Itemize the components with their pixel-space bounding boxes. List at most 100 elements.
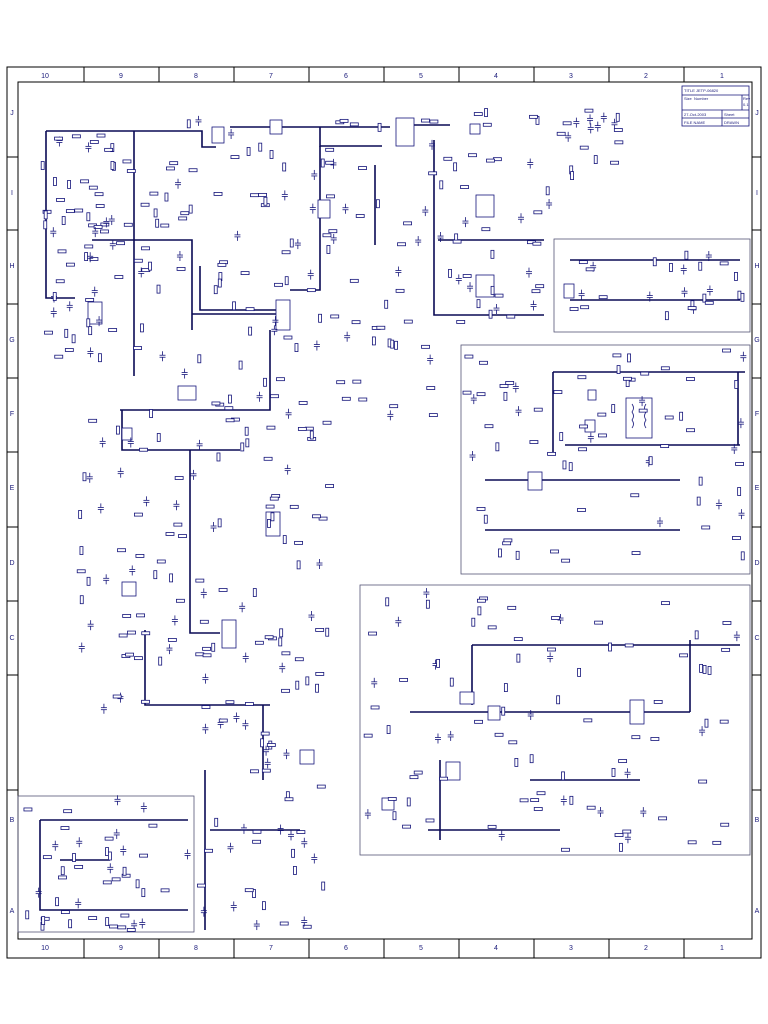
resistor-symbol [284,276,289,286]
row-label-left: D [9,560,14,567]
resistor-symbol [289,504,299,509]
resistor-symbol [481,227,491,232]
resistor-symbol [355,214,365,218]
resistor-symbol [578,260,588,265]
resistor-symbol [482,122,492,127]
resistor-symbol [737,487,742,496]
row-label-right: C [754,635,759,642]
resistor-symbol [225,418,235,423]
resistor-symbol [84,244,94,249]
capacitor-symbol [498,830,505,841]
capacitor-symbol [234,230,241,241]
capacitor-symbol [699,726,706,737]
resistor-symbol [530,798,540,802]
resistor-symbol [449,677,454,687]
resistor-symbol [148,261,152,271]
resistor-symbol [325,484,334,488]
resistor-symbol [270,394,279,399]
resistor-symbol [56,198,65,202]
resistor-symbol [443,156,453,161]
connector-j3 [469,123,481,135]
capacitor-symbol [311,169,318,180]
resistor-symbol [638,408,648,413]
capacitor-symbol [288,830,295,841]
outer-frame [6,66,762,959]
title-block-number-label: Number [694,96,709,101]
ic-u11 [211,126,225,144]
resistor-symbol [474,719,483,724]
capacitor-symbol [97,503,104,514]
resistor-symbol [390,339,395,349]
resistor-symbol [610,160,619,165]
capacitor-symbol [530,300,537,311]
resistor-symbol [473,112,483,116]
resistor-symbol [615,112,620,122]
resistor-symbol [23,807,33,812]
resistor-symbol [569,795,574,805]
resistor-symbol [652,257,657,267]
resistor-symbol [252,889,256,898]
resistor-symbol [74,208,84,213]
resistor-symbol [698,779,708,784]
resistor-symbol [376,325,386,330]
capacitor-symbol [447,730,454,741]
resistor-symbol [322,233,332,238]
resistor-symbol [118,633,128,638]
capacitor-symbol [91,286,98,297]
resistor-symbol [506,314,516,319]
resistor-symbol [669,263,673,272]
resistor-symbol [495,442,500,452]
capacitor-symbol [560,795,567,806]
column-label-top: 2 [644,73,648,80]
resistor-symbol [71,134,81,139]
capacitor-symbol [578,289,585,300]
capacitor-symbol [76,837,83,848]
capacitor-symbol [277,824,284,835]
resistor-symbol [721,647,731,652]
capacitor-symbol [624,768,631,779]
resistor-symbol [631,735,641,740]
resistor-symbol [246,147,251,156]
resistor-symbol [40,161,45,170]
resistor-symbol [421,344,430,349]
capacitor-symbol [330,233,337,244]
resistor-symbol [598,433,607,438]
resistor-symbol [476,598,486,603]
capacitor-symbol [307,269,314,280]
resistor-symbol [108,328,118,332]
resistor-symbol [199,619,209,624]
row-label-right: D [754,560,759,567]
resistor-symbol [283,335,293,340]
column-label-bottom: 7 [269,945,273,952]
resistor-symbol [141,888,146,898]
capacitor-symbol [705,251,712,262]
capacitor-symbol [512,382,519,393]
resistor-symbol [104,836,114,841]
capacitor-symbol [171,615,178,626]
resistor-symbol [550,549,559,554]
resistor-symbol [136,613,145,618]
resistor-symbol [516,653,521,663]
resistor-symbol [611,768,616,777]
capacitor-symbol [364,809,371,820]
resistor-symbol [471,617,476,627]
capacitor-symbol [159,351,166,362]
resistor-symbol [296,830,306,834]
resistor-symbol [111,877,121,882]
resistor-symbol [503,683,508,692]
resistor-symbol [479,360,488,365]
resistor-symbol [140,202,150,207]
capacitor-symbol [253,920,260,931]
capacitor-symbol [242,652,249,663]
row-label-right: G [754,337,759,344]
resistor-symbol [134,512,143,517]
capacitor-symbol [103,574,110,585]
resistor-symbol [358,397,368,402]
capacitor-symbol [387,410,394,421]
resistor-symbol [266,743,276,747]
row-label-right: B [755,817,760,824]
capacitor-symbol [731,443,738,454]
resistor-symbol [452,239,462,244]
resistor-symbol [562,460,567,470]
capacitor-symbol [437,232,444,243]
